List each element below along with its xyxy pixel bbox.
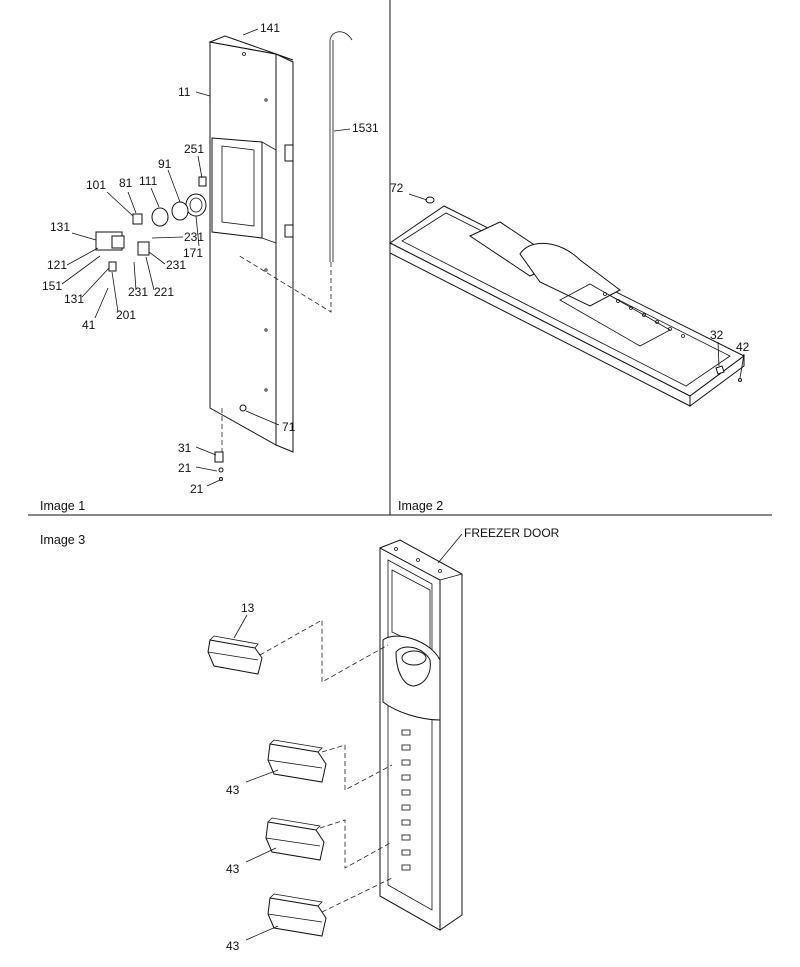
callout-201: 201 bbox=[116, 308, 136, 322]
callout-1531: 1531 bbox=[352, 121, 379, 135]
callout-81: 81 bbox=[119, 176, 133, 190]
door-liner-top-view bbox=[389, 196, 745, 407]
callout-151: 151 bbox=[42, 279, 62, 293]
callout-13: 13 bbox=[241, 601, 255, 615]
leaders-image2 bbox=[408, 193, 745, 379]
callout-72: 72 bbox=[390, 181, 404, 195]
callout-231-c: 231 bbox=[128, 285, 148, 299]
callout-43-middle: 43 bbox=[226, 862, 240, 876]
bin-part-43-bottom bbox=[267, 893, 327, 937]
panel-title-image1: Image 1 bbox=[40, 499, 85, 513]
tube-dashed-link bbox=[237, 254, 332, 313]
callout-111: 111 bbox=[139, 174, 158, 188]
callout-171: 171 bbox=[183, 246, 203, 260]
bin-part-43-middle bbox=[265, 817, 325, 861]
callout-131-bottom: 131 bbox=[64, 292, 84, 306]
tube-part-1531 bbox=[329, 31, 353, 262]
callout-42: 42 bbox=[736, 340, 750, 354]
callout-131-top: 131 bbox=[50, 220, 70, 234]
callout-121: 121 bbox=[47, 258, 67, 272]
callout-41: 41 bbox=[82, 318, 96, 332]
callout-71: 71 bbox=[282, 420, 296, 434]
callout-21-a: 21 bbox=[178, 461, 192, 475]
panel-title-image2: Image 2 bbox=[398, 499, 443, 513]
bin-part-13 bbox=[207, 635, 263, 675]
callout-101: 101 bbox=[86, 178, 106, 192]
panel-title-image3: Image 3 bbox=[40, 533, 85, 547]
freezer-door bbox=[379, 539, 463, 931]
callout-32: 32 bbox=[710, 328, 724, 342]
callout-43-bottom: 43 bbox=[226, 939, 240, 953]
callout-freezer-door: FREEZER DOOR bbox=[464, 526, 560, 540]
callout-221: 221 bbox=[154, 285, 174, 299]
door-panel-assembly bbox=[208, 35, 294, 453]
callout-11: 11 bbox=[178, 85, 191, 99]
callout-251: 251 bbox=[184, 142, 204, 156]
callout-91: 91 bbox=[158, 157, 172, 171]
callout-231-a: 231 bbox=[184, 230, 204, 244]
callout-21-b: 21 bbox=[190, 482, 204, 496]
leaders-image3 bbox=[233, 533, 463, 941]
callout-231-b: 231 bbox=[166, 258, 186, 272]
bin-part-43-top bbox=[267, 739, 327, 783]
callout-43-top: 43 bbox=[226, 783, 240, 797]
leaders-image1 bbox=[61, 28, 351, 487]
callout-141: 141 bbox=[260, 21, 280, 35]
callout-31: 31 bbox=[178, 441, 192, 455]
mounting-dashes-image3 bbox=[259, 619, 393, 913]
